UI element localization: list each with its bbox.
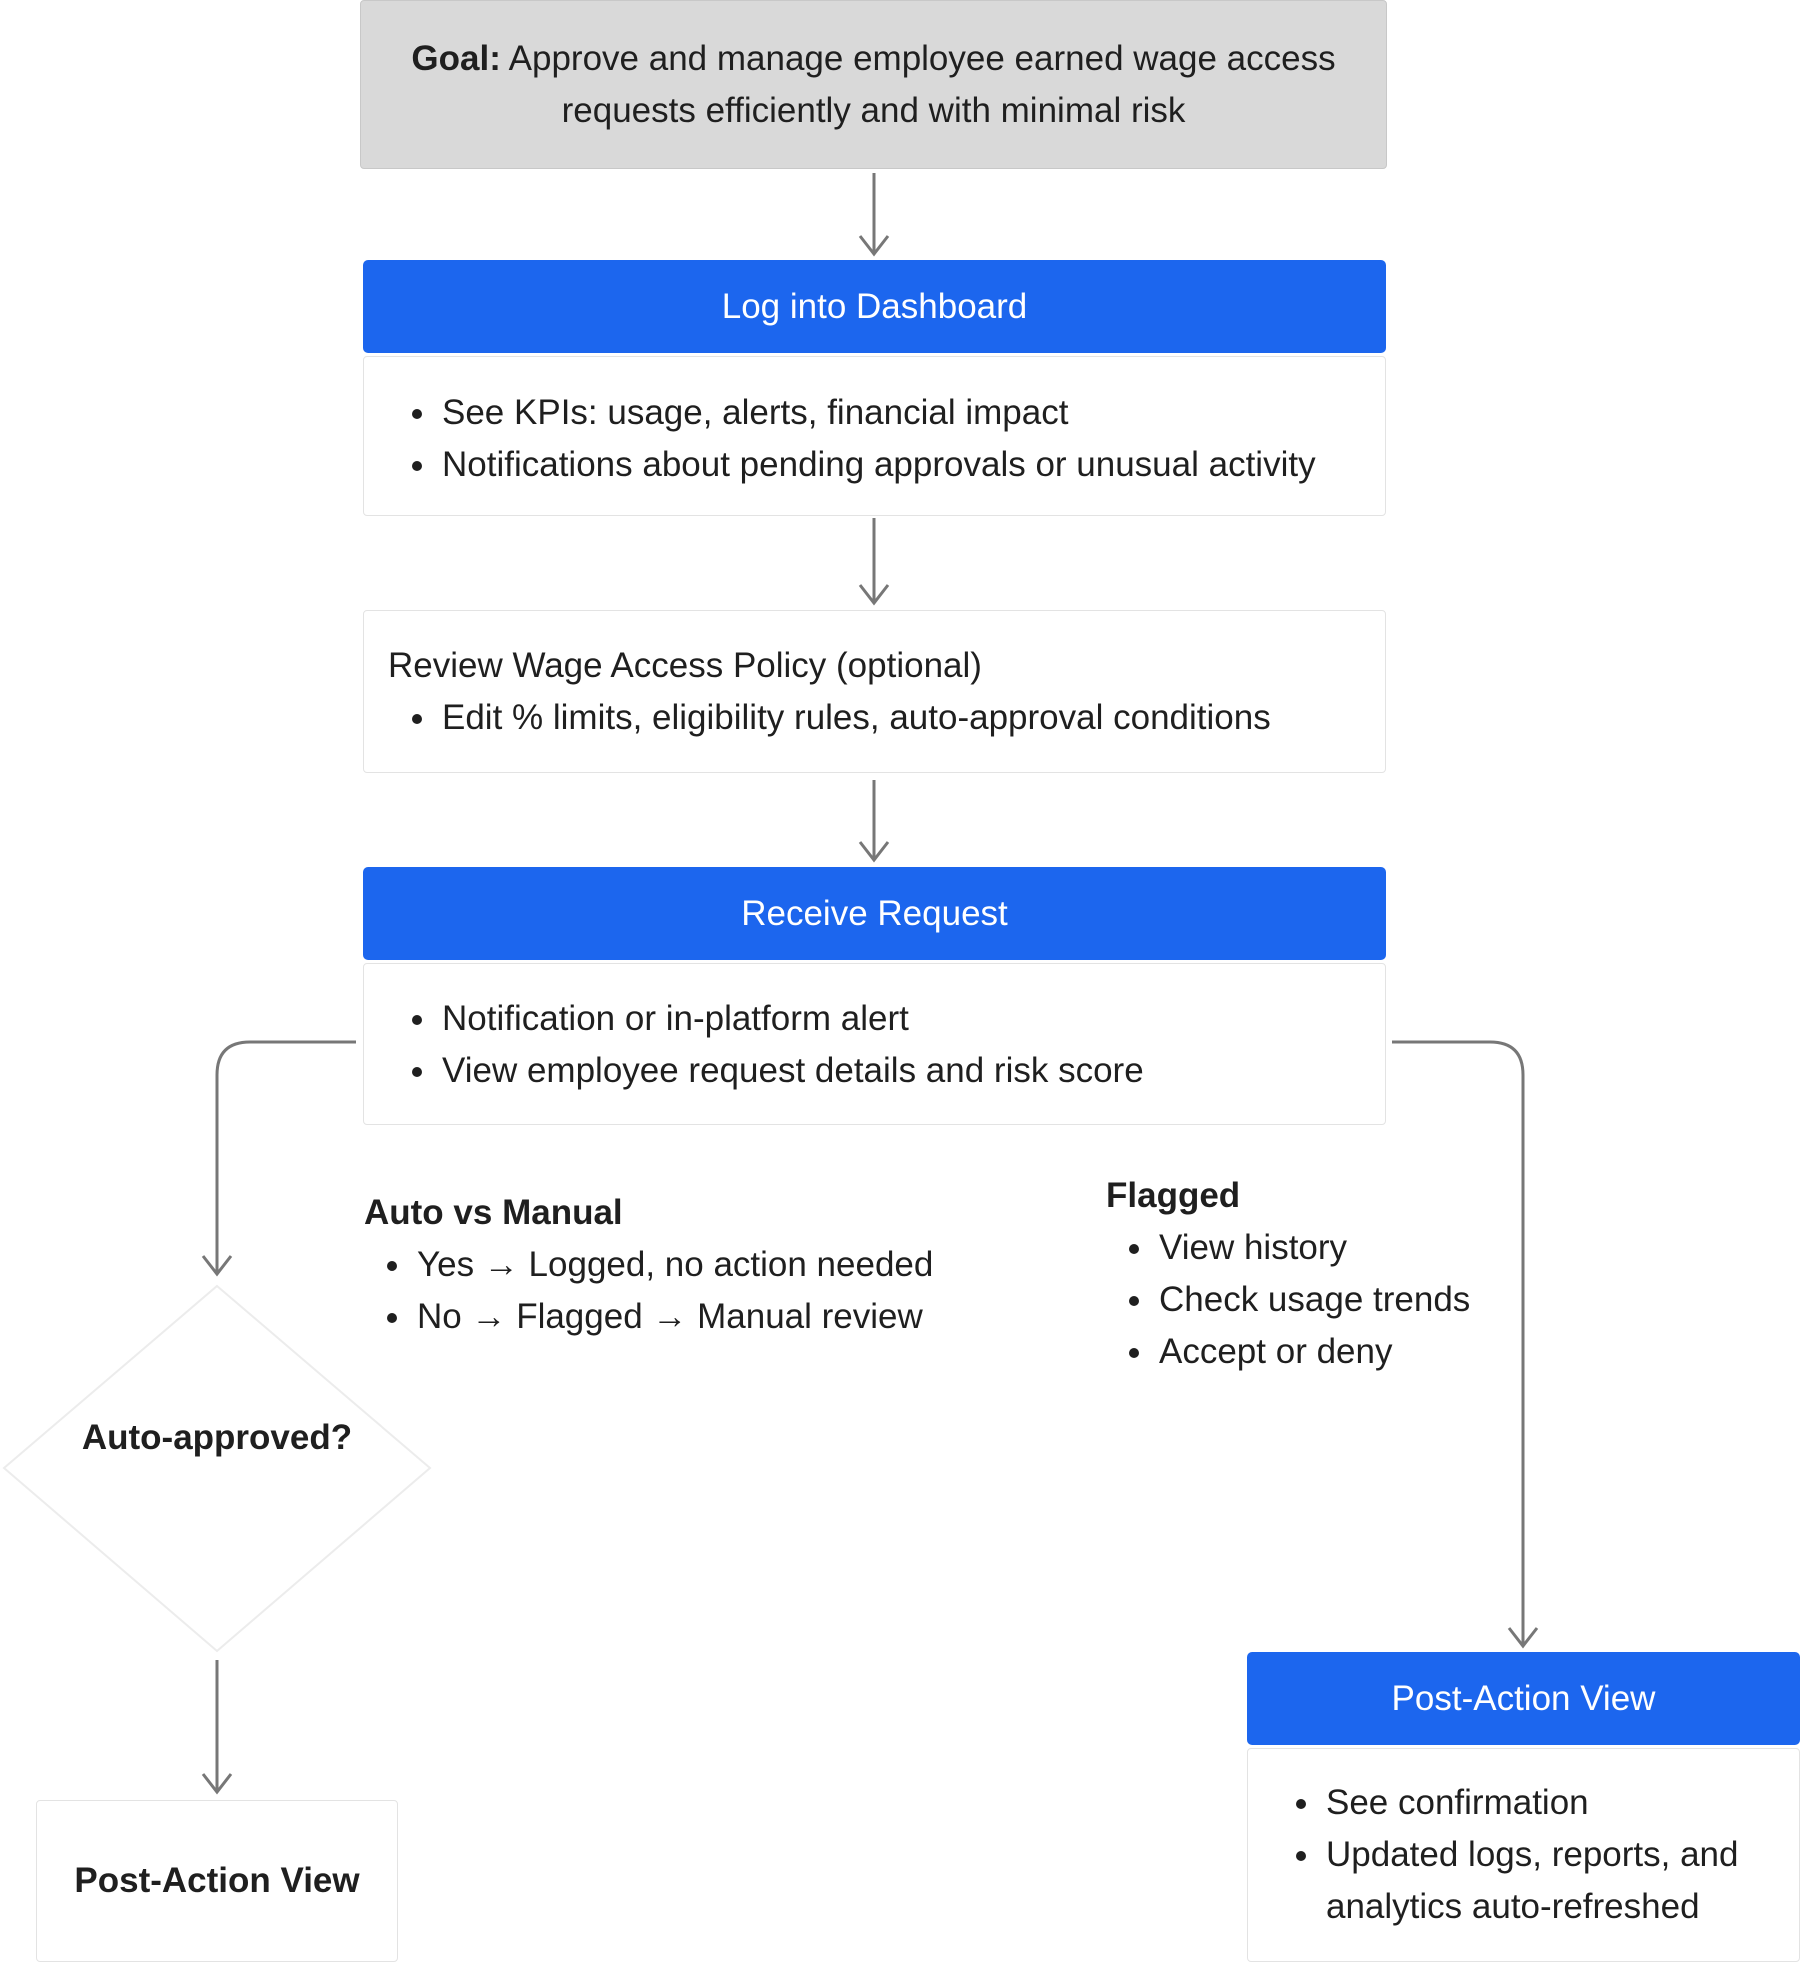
auto-vs-manual-bullet: No → Flagged → Manual review: [387, 1291, 1004, 1343]
policy-bullet: Edit % limits, eligibility rules, auto-a…: [412, 692, 1385, 744]
decision-label: Auto-approved?: [81, 1418, 353, 1457]
policy-card: Review Wage Access Policy (optional) Edi…: [363, 610, 1386, 773]
arrowhead-goal-to-login: [858, 235, 890, 257]
arrowhead-receive-to-post-action-right: [1507, 1627, 1539, 1649]
goal-text: Approve and manage employee earned wage …: [508, 38, 1336, 130]
login-details-card: See KPIs: usage, alerts, financial impac…: [363, 356, 1386, 516]
goal-box: Goal: Approve and manage employee earned…: [360, 0, 1387, 169]
arrow-receive-to-post-action-right: [1392, 1040, 1525, 1644]
decision-diamond: [2, 1284, 432, 1653]
post-action-right-header: Post-Action View: [1247, 1652, 1800, 1745]
receive-bullet: Notification or in-platform alert: [412, 993, 1385, 1045]
post-action-left-label: Post-Action View: [74, 1861, 360, 1900]
receive-header: Receive Request: [363, 867, 1386, 960]
receive-bullet: View employee request details and risk s…: [412, 1045, 1385, 1097]
policy-title: Review Wage Access Policy (optional): [388, 646, 982, 685]
login-bullet: Notifications about pending approvals or…: [412, 439, 1385, 491]
login-bullet-list: See KPIs: usage, alerts, financial impac…: [394, 387, 1385, 491]
arrow-receive-to-decision: [215, 1040, 356, 1272]
goal-text-block: Goal: Approve and manage employee earned…: [391, 33, 1356, 137]
arrowhead-policy-to-receive: [858, 841, 890, 863]
arrowhead-decision-to-post-action-left: [201, 1773, 233, 1795]
arrowhead-login-to-policy: [858, 584, 890, 606]
receive-title: Receive Request: [741, 893, 1008, 933]
login-bullet: See KPIs: usage, alerts, financial impac…: [412, 387, 1385, 439]
auto-vs-manual-title: Auto vs Manual: [364, 1193, 623, 1232]
flagged-note: Flagged View history Check usage trends …: [1106, 1170, 1566, 1378]
goal-label: Goal:: [411, 38, 501, 78]
post-action-right-bullet-list: See confirmation Updated logs, reports, …: [1278, 1777, 1799, 1933]
auto-vs-manual-note: Auto vs Manual Yes → Logged, no action n…: [364, 1187, 1004, 1343]
receive-bullet-list: Notification or in-platform alert View e…: [394, 993, 1385, 1097]
post-action-right-bullet: Updated logs, reports, and analytics aut…: [1296, 1829, 1776, 1933]
flagged-bullet-list: View history Check usage trends Accept o…: [1106, 1222, 1566, 1378]
login-title: Log into Dashboard: [721, 286, 1028, 326]
policy-bullet-list: Edit % limits, eligibility rules, auto-a…: [388, 692, 1385, 744]
flagged-bullet: Accept or deny: [1129, 1326, 1566, 1378]
flagged-title: Flagged: [1106, 1176, 1241, 1215]
flagged-bullet: Check usage trends: [1129, 1274, 1566, 1326]
auto-vs-manual-bullet-list: Yes → Logged, no action needed No → Flag…: [364, 1239, 1004, 1343]
login-header: Log into Dashboard: [363, 260, 1386, 353]
flagged-bullet: View history: [1129, 1222, 1566, 1274]
auto-vs-manual-bullet: Yes → Logged, no action needed: [387, 1239, 1004, 1291]
post-action-right-title: Post-Action View: [1391, 1678, 1656, 1718]
post-action-right-card: See confirmation Updated logs, reports, …: [1247, 1748, 1800, 1962]
post-action-right-bullet: See confirmation: [1296, 1777, 1799, 1829]
post-action-left-card: Post-Action View: [36, 1800, 398, 1962]
arrowhead-receive-to-decision: [201, 1255, 233, 1277]
receive-details-card: Notification or in-platform alert View e…: [363, 963, 1386, 1125]
